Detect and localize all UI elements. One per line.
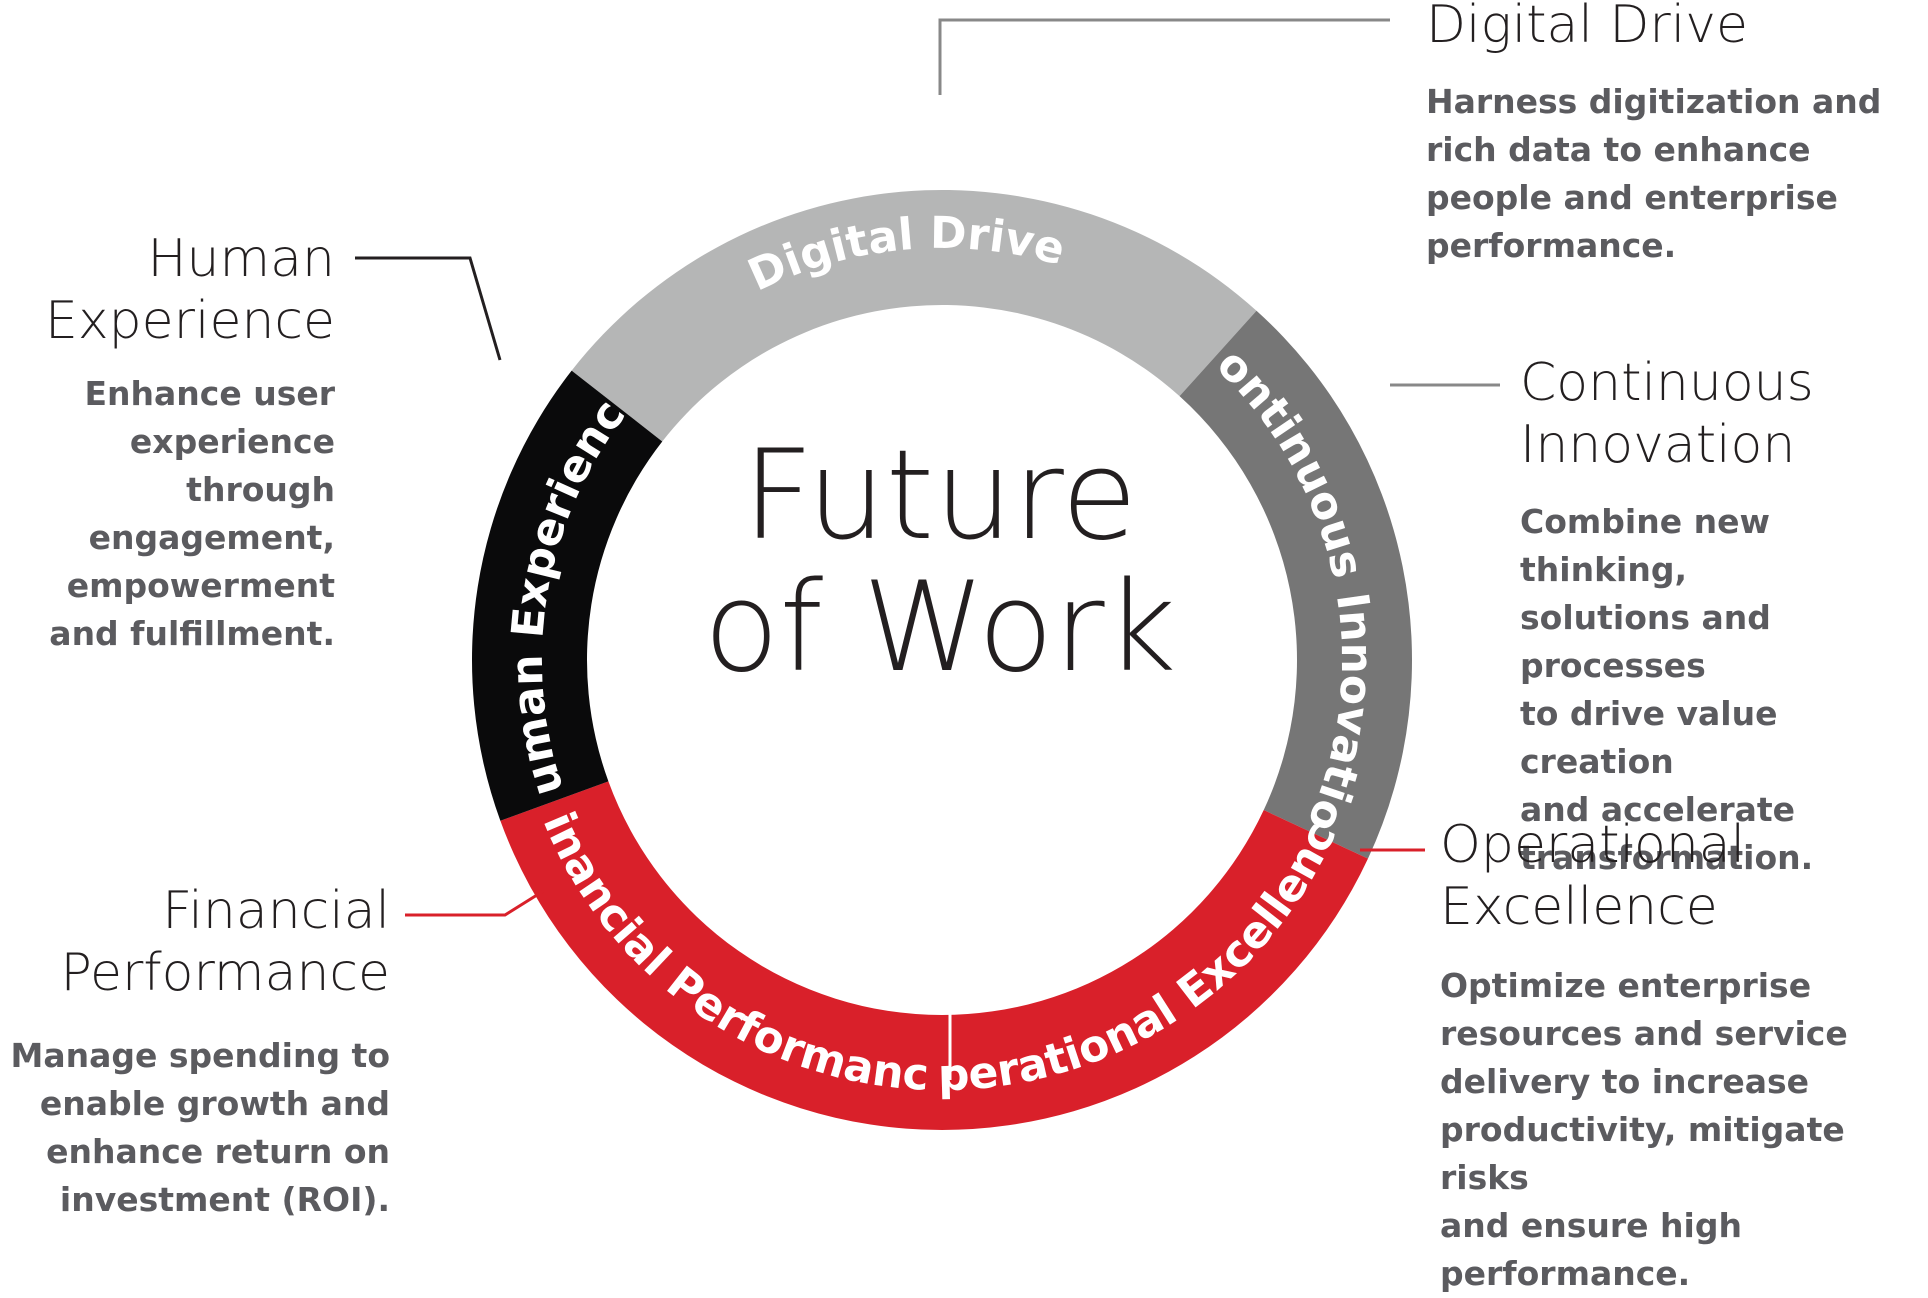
- callout-title-financial-performance: Financial Performance: [60, 881, 390, 1003]
- leader-digital-drive: [938, 18, 1390, 95]
- segment-financial-performance: [500, 781, 942, 1130]
- callout-desc-human-experience: Enhance user experience through engageme…: [49, 374, 335, 653]
- segment-continuous-innovation: [1179, 310, 1412, 859]
- segment-human-experience: [471, 370, 663, 821]
- callout-desc-financial-performance: Manage spending to enable growth and enh…: [10, 1036, 390, 1219]
- segment-digital-drive: [571, 190, 1257, 442]
- callout-title-continuous-innovation: Continuous Innovation: [1520, 353, 1814, 475]
- callout-title-human-experience: Human Experience: [45, 229, 335, 351]
- callout-desc-operational-excellence: Optimize enterprise resources and servic…: [1440, 966, 1848, 1293]
- center-title: Future of Work: [703, 424, 1177, 700]
- callout-title-digital-drive: Digital Drive: [1426, 0, 1749, 55]
- segment-operational-excellence: [942, 810, 1368, 1130]
- leader-financial-performance: [405, 888, 546, 917]
- callout-desc-digital-drive: Harness digitization and rich data to en…: [1426, 82, 1882, 265]
- future-of-work-diagram: Digital Drive Continuous Innovation Oper…: [355, 18, 1500, 1130]
- callout-desc-continuous-innovation: Combine new thinking, solutions and proc…: [1520, 502, 1814, 877]
- callout-title-operational-excellence: Operational Excellence: [1440, 815, 1746, 937]
- leader-human-experience: [355, 256, 502, 361]
